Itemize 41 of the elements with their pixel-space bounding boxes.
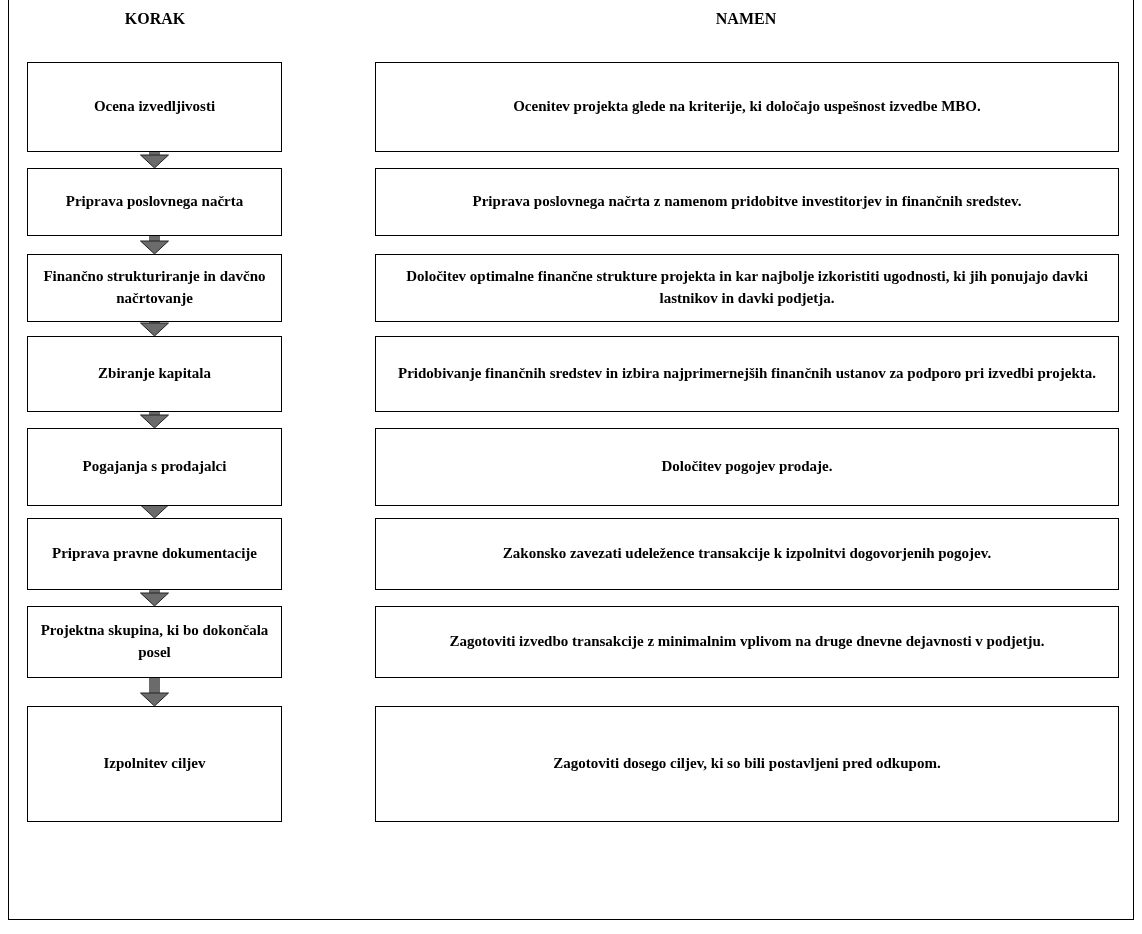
purpose-text: Ocenitev projekta glede na kriterije, ki določajo uspešnost izvedbe MBO.: [513, 97, 981, 117]
process-box: [27, 606, 282, 678]
process-box: [375, 336, 1119, 412]
step-text: Priprava pravne dokumentacije: [52, 544, 257, 564]
step-text: Zbiranje kapitala: [98, 364, 211, 384]
block-arrow: [140, 322, 169, 337]
process-box: [375, 606, 1119, 678]
block-arrow: [140, 236, 169, 255]
purpose-text: Zakonsko zavezati udeležence transakcije k izpolnitvi dogovorjenih pogojev.: [502, 544, 992, 564]
process-box: [27, 168, 282, 236]
step-text: Priprava poslovnega načrta: [65, 192, 244, 212]
purpose-text: Zagotoviti izvedbo transakcije z minimalnim vplivom na druge dnevne dejavnosti v podjetju.: [449, 632, 1045, 652]
process-box: [375, 428, 1119, 506]
block-arrow: [140, 504, 169, 519]
block-arrow: [140, 678, 169, 707]
purpose-text: Zagotoviti dosego ciljev, ki so bili postavljeni pred odkupom.: [553, 754, 941, 774]
process-box: [27, 336, 282, 412]
process-box: [27, 518, 282, 590]
block-arrow: [140, 152, 169, 169]
purpose-text: Določitev pogojev prodaje.: [661, 457, 833, 477]
process-box: [375, 254, 1119, 322]
step-text: Pogajanja s prodajalci: [82, 457, 227, 477]
process-box: [27, 254, 282, 322]
block-arrow: [140, 590, 169, 607]
process-box: [375, 706, 1119, 822]
process-box: [375, 62, 1119, 152]
purpose-text: Priprava poslovnega načrta z namenom pridobitve investitorjev in finančnih sredstev.: [472, 192, 1022, 212]
purpose-text: Določitev optimalne finančne strukture projekta in kar najbolje izkoristiti ugodnosti, ki jih ponujajo davki lastnikov in davki podjetja.: [405, 267, 1089, 308]
purpose-text: Pridobivanje finančnih sredstev in izbira najprimernejših finančnih ustanov za podporo pri izvedbi projekta.: [398, 364, 1096, 384]
process-box: [375, 168, 1119, 236]
step-text: Finančno strukturiranje in davčno načrtovanje: [42, 267, 267, 308]
process-box: [27, 706, 282, 822]
step-text: Izpolnitev ciljev: [103, 754, 206, 774]
column-heading: NAMEN: [715, 10, 777, 28]
block-arrow: [140, 412, 169, 429]
process-box: [27, 428, 282, 506]
step-text: Ocena izvedljivosti: [93, 97, 216, 117]
process-box: [27, 62, 282, 152]
process-box: [375, 518, 1119, 590]
column-heading: KORAK: [124, 10, 186, 28]
step-text: Projektna skupina, ki bo dokončala posel: [39, 621, 270, 662]
